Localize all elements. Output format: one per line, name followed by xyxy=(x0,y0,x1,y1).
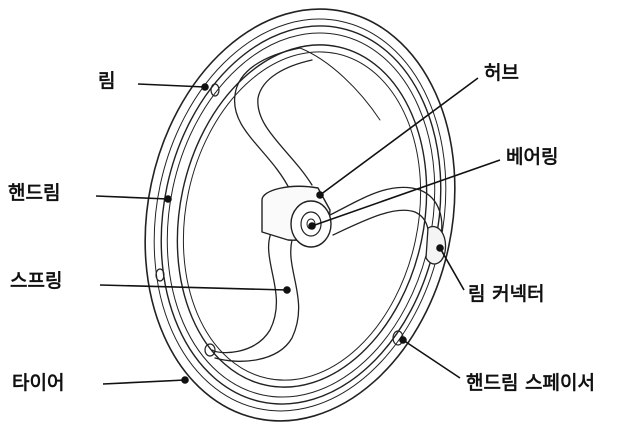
label-rim-connector: 림 커넥터 xyxy=(468,283,545,305)
leader-handrim-spacer xyxy=(403,340,460,378)
rim-connector xyxy=(426,227,446,264)
leader-tire xyxy=(103,380,185,384)
leader-rim xyxy=(138,84,205,87)
label-rim: 림 xyxy=(98,70,115,92)
leader-bearing xyxy=(312,160,500,226)
label-tire: 타이어 xyxy=(12,372,64,394)
label-handrim: 핸드림 xyxy=(8,182,60,204)
label-spring: 스프링 xyxy=(10,270,62,292)
label-handrim-spacer: 핸드림 스페이서 xyxy=(466,372,595,394)
leader-handrim xyxy=(96,196,168,199)
label-bearing: 베어링 xyxy=(506,146,558,168)
leader-spring xyxy=(100,285,287,290)
handrim-spacer-bottom xyxy=(205,344,215,356)
label-hub: 허브 xyxy=(484,62,519,84)
handrim-spacer-left xyxy=(156,269,164,281)
spring-arm-top xyxy=(235,48,300,190)
